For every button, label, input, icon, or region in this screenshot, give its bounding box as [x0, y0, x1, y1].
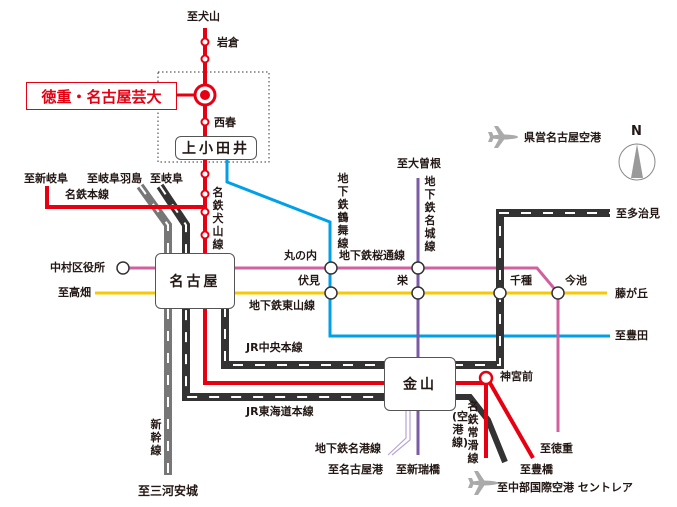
station-marunouchi-dot[interactable]: [324, 261, 338, 275]
station-kamiotai[interactable]: 上小田井: [175, 136, 257, 160]
dest-tajimi: 至多治見: [616, 207, 660, 220]
dest-toyota: 至豊田: [615, 329, 648, 342]
station-jingumae-dot[interactable]: [478, 370, 494, 386]
station-kanayama-label: 金山: [403, 377, 437, 393]
dest-ozone: 至大曽根: [397, 157, 441, 170]
station-nagoya[interactable]: 名古屋: [155, 253, 235, 309]
dest-takabata: 至高畑: [58, 286, 91, 299]
station-nakamura-label: 中村区役所: [50, 261, 105, 274]
station-kanayama[interactable]: 金山: [384, 357, 456, 411]
station-nagoya-label: 名古屋: [169, 274, 221, 290]
station-fushimi-dot[interactable]: [324, 286, 338, 300]
station-marunouchi-label: 丸の内: [284, 249, 317, 262]
station-iwakura-dot[interactable]: [200, 37, 210, 47]
dest-shinmizuhashi: 至新瑞橋: [396, 463, 440, 476]
university-area-box: [157, 71, 270, 163]
station-dot[interactable]: [200, 207, 210, 217]
dest-tokushige: 至徳重: [540, 442, 573, 455]
university-station-label[interactable]: 徳重・名古屋芸大: [26, 82, 177, 110]
airplane-icon: [488, 126, 518, 148]
line-tokoname: 名鉄常滑線: [467, 400, 479, 465]
station-hisayaodori-dot[interactable]: [411, 261, 425, 275]
station-dot[interactable]: [200, 230, 210, 240]
compass-n: N: [631, 124, 642, 139]
station-kamiotai-label: 上小田井: [182, 141, 250, 157]
station-dot[interactable]: [200, 54, 210, 64]
station-imaike-dot[interactable]: [551, 286, 565, 300]
dest-fujigaoka: 藤が丘: [615, 287, 648, 300]
dest-gifu: 至岐阜: [150, 172, 183, 185]
jr-chuo-line[interactable]: [221, 209, 610, 369]
station-sakae-label: 栄: [397, 274, 408, 287]
station-nakamura-dot[interactable]: [116, 261, 130, 275]
station-chikusa-dot[interactable]: [493, 286, 507, 300]
line-shinkansen: 新幹線: [150, 418, 162, 457]
station-imaike-label: 今池: [565, 274, 587, 287]
line-jr-tokaido: JR東海道本線: [246, 405, 314, 418]
dest-gifu-hashima: 至岐阜羽島: [87, 172, 142, 185]
tsurumai-line[interactable]: [225, 158, 610, 338]
line-jr-chuo: JR中央本線: [246, 341, 303, 354]
airport-label: 県営名古屋空港: [524, 131, 601, 144]
line-meitetsu-honsen: 名鉄本線: [65, 188, 109, 201]
university-station-text: 徳重・名古屋芸大: [41, 87, 162, 106]
station-nishiharu-label: 西春: [214, 116, 236, 129]
compass-icon: [618, 143, 656, 181]
station-jingumae-label: 神宮前: [500, 370, 533, 383]
dest-nagoyako: 至名古屋港: [328, 463, 383, 476]
station-iwakura-label: 岩倉: [217, 36, 239, 49]
dest-mikawaanjo: 至三河安城: [138, 484, 199, 498]
line-airport: (空港線): [452, 410, 469, 449]
dest-inuyama: 至犬山: [187, 10, 220, 23]
line-meiko: 地下鉄名港線: [315, 442, 381, 455]
station-chikusa-label: 千種: [510, 274, 532, 287]
station-tokushige-inner: [200, 90, 210, 100]
line-meitetsu-inuyama: 名鉄犬山線: [212, 186, 224, 251]
dest-shingifu: 至新岐阜: [24, 172, 68, 185]
station-nishiharu-dot[interactable]: [200, 117, 210, 127]
dest-toyohashi: 至豊橋: [520, 463, 553, 476]
dest-centrair: 至中部国際空港 セントレア: [497, 481, 633, 494]
airplane-icon-centrair: [468, 471, 498, 495]
station-sakae-dot[interactable]: [411, 286, 425, 300]
shinkansen-line[interactable]: [136, 183, 172, 475]
line-higashiyama: 地下鉄東山線: [249, 299, 315, 312]
line-meijo: 地下鉄名城線: [424, 175, 436, 253]
line-sakuradori: 地下鉄桜通線: [339, 249, 405, 262]
station-dot[interactable]: [200, 169, 210, 179]
line-tsurumai: 地下鉄鶴舞線: [337, 172, 349, 250]
station-fushimi-label: 伏見: [298, 274, 320, 287]
station-dot[interactable]: [200, 189, 210, 199]
